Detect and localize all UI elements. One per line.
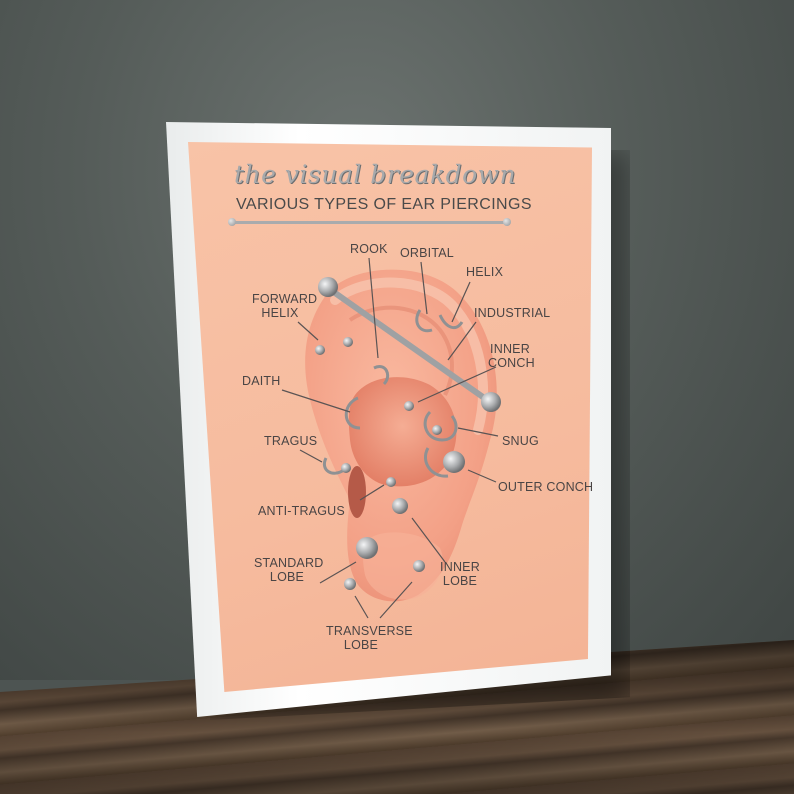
label-inner-conch: INNER CONCH xyxy=(488,342,535,370)
label-helix: HELIX xyxy=(466,265,504,279)
conch-bowl xyxy=(348,377,457,487)
helix-rim xyxy=(330,277,488,435)
title-bar-ball-right xyxy=(503,218,511,226)
industrial-ball-top xyxy=(318,277,338,297)
label-inner-conch-line1: INNER xyxy=(490,342,530,356)
inner-conch-stud xyxy=(404,401,414,411)
poster-title-script: the visual breakdown xyxy=(234,160,517,189)
label-transverse-lobe: TRANSVERSE LOBE xyxy=(326,624,413,652)
label-standard-lobe-line2: LOBE xyxy=(269,570,305,584)
tragus-ring xyxy=(323,457,345,475)
industrial-bar xyxy=(325,285,493,405)
orbital-ring xyxy=(415,309,433,333)
label-tragus: TRAGUS xyxy=(264,434,318,448)
standard-lobe-stud xyxy=(356,537,378,559)
transverse-lobe-stud xyxy=(344,578,356,590)
label-orbital: ORBITAL xyxy=(400,246,454,260)
anti-tragus-stud xyxy=(386,477,396,487)
label-inner-lobe-line2: LOBE xyxy=(442,574,478,588)
label-forward-helix: FORWARD HELIX xyxy=(252,292,318,320)
label-daith: DAITH xyxy=(242,374,281,388)
anti-tragus-stud-2 xyxy=(392,498,408,514)
forward-helix-stud-2 xyxy=(343,337,353,347)
label-transverse-lobe-line2: LOBE xyxy=(343,638,379,652)
label-forward-helix-line1: FORWARD xyxy=(252,292,318,306)
ear-canal xyxy=(348,466,366,518)
label-transverse-lobe-line1: TRANSVERSE xyxy=(326,624,413,638)
label-outer-conch: OUTER CONCH xyxy=(498,480,594,494)
label-anti-tragus: ANTI-TRAGUS xyxy=(258,504,345,518)
title-underline-bar xyxy=(232,221,506,224)
forward-helix-stud-1 xyxy=(315,345,325,355)
snug-ring xyxy=(423,410,458,442)
daith-ring xyxy=(344,396,361,430)
helix-ring xyxy=(438,314,464,330)
label-inner-lobe-line1: INNER xyxy=(440,560,480,574)
snug-stud xyxy=(432,425,442,435)
label-rook: ROOK xyxy=(350,242,388,256)
outer-conch-stud xyxy=(443,451,465,473)
tragus-stud xyxy=(341,463,351,473)
label-industrial: INDUSTRIAL xyxy=(474,306,551,320)
inner-lobe-stud xyxy=(413,560,425,572)
label-forward-helix-line2: HELIX xyxy=(261,306,299,320)
label-inner-conch-line2: CONCH xyxy=(488,356,535,370)
earlobe xyxy=(363,532,443,600)
industrial-ball-bottom xyxy=(481,392,501,412)
rook-ring xyxy=(373,365,390,386)
label-inner-lobe: INNER LOBE xyxy=(440,560,480,588)
label-standard-lobe-line1: STANDARD xyxy=(254,556,324,570)
title-bar-ball-left xyxy=(228,218,236,226)
outer-conch-ring xyxy=(424,447,449,478)
label-standard-lobe: STANDARD LOBE xyxy=(254,556,324,584)
poster-subtitle: VARIOUS TYPES OF EAR PIERCINGS xyxy=(236,196,532,213)
label-snug: SNUG xyxy=(502,434,539,448)
